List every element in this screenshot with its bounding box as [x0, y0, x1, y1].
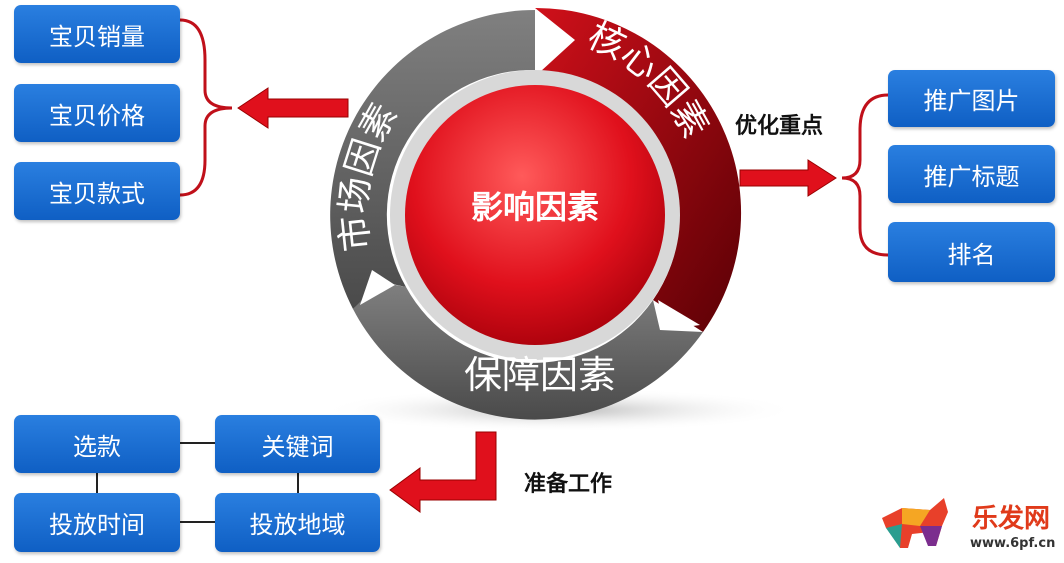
- arrow-left: [237, 87, 349, 129]
- ring-segment-market: [330, 10, 535, 309]
- support-item-schedule: 投放时间: [14, 493, 180, 552]
- support-item-selection: 选款: [14, 415, 180, 473]
- logo: 乐发网 www.6pf.cn: [872, 496, 1062, 556]
- connector-line: [297, 473, 299, 493]
- support-item-region: 投放地域: [215, 493, 380, 552]
- core-item-image: 推广图片: [888, 70, 1055, 127]
- ring-segment-support: [353, 282, 703, 420]
- connector-line: [180, 442, 215, 444]
- bull-logo-icon: [882, 498, 948, 548]
- center-ball: [405, 85, 665, 345]
- right-brace: [841, 93, 889, 257]
- arrow-right: [739, 159, 837, 197]
- core-item-title: 推广标题: [888, 145, 1055, 203]
- market-item-sales: 宝贝销量: [14, 5, 180, 63]
- core-item-ranking: 排名: [888, 222, 1055, 282]
- arrow-down-left: [389, 431, 497, 513]
- center-title: 影响因素: [471, 188, 599, 226]
- left-brace: [179, 18, 233, 197]
- ring-arrow-notch: [535, 8, 570, 68]
- ring-arrow-notch: [360, 270, 395, 305]
- ring-segment-core: [535, 7, 742, 333]
- support-label: 准备工作: [524, 471, 613, 497]
- ring-label-support: 保障因素: [464, 353, 616, 397]
- connector-line: [180, 521, 215, 523]
- logo-name: 乐发网: [972, 504, 1051, 534]
- connector-line: [96, 473, 98, 493]
- ring-arrow-notch: [658, 300, 700, 330]
- market-item-style: 宝贝款式: [14, 162, 180, 220]
- support-item-keywords: 关键词: [215, 415, 380, 473]
- market-item-price: 宝贝价格: [14, 84, 180, 142]
- core-label: 优化重点: [735, 113, 824, 139]
- logo-url: www.6pf.cn: [970, 536, 1056, 551]
